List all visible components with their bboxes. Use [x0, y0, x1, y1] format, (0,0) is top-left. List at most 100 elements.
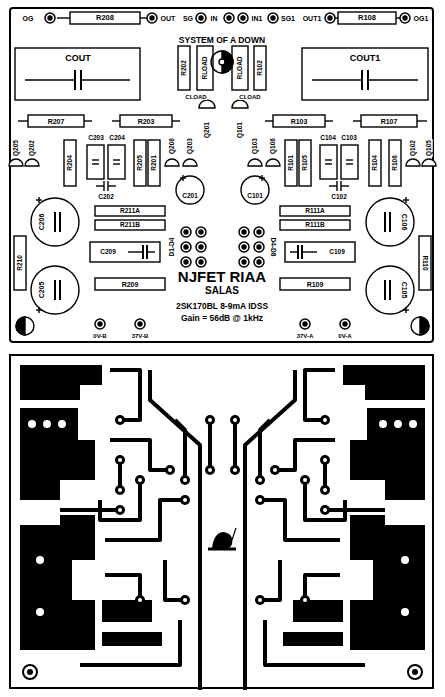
- part-label: C202: [97, 194, 115, 201]
- part-label: C101: [246, 193, 264, 200]
- part-label: R211B: [119, 222, 141, 229]
- part-label: C204: [108, 135, 126, 142]
- pad-hole: [184, 260, 188, 264]
- part-label: R201: [151, 154, 158, 172]
- pad-hole: [257, 260, 261, 264]
- resistor-symbol: [178, 46, 190, 90]
- part-label: SG1: [280, 15, 296, 22]
- part-label: IN: [210, 15, 219, 22]
- part-label: Q201: [204, 121, 211, 139]
- pad-hole: [242, 245, 246, 249]
- part-label: C105: [401, 281, 408, 300]
- part-label: C109: [328, 249, 346, 256]
- pad-hole: [199, 230, 203, 234]
- pad: [196, 227, 206, 237]
- part-label: R108: [357, 14, 377, 22]
- part-label: OG1: [413, 15, 430, 22]
- pad: [45, 13, 55, 23]
- part-label: Q202: [29, 139, 36, 157]
- pad-hole: [150, 16, 154, 20]
- pad: [239, 242, 249, 252]
- part-label: R111B: [304, 222, 326, 229]
- part-label: C206: [38, 213, 45, 232]
- part-label: 37V-B: [131, 333, 150, 339]
- part-label: R102: [257, 59, 264, 77]
- pad-hole: [199, 245, 203, 249]
- capacitor-symbol: [15, 48, 428, 100]
- pad: [196, 242, 206, 252]
- part-label: 2SK170BL 8-9mA IDSS: [175, 302, 269, 311]
- copper-traces: [230, 365, 425, 690]
- part-label: OG: [22, 15, 35, 22]
- pad: [254, 257, 264, 267]
- pad-hole: [199, 16, 203, 20]
- pad: [181, 242, 191, 252]
- part-label: RLOAD: [237, 55, 244, 80]
- part-label: CLOAD: [184, 94, 207, 100]
- part-label: RLOAD: [202, 55, 209, 80]
- capacitor-symbol: [87, 145, 358, 262]
- logo-symbol: [208, 528, 236, 549]
- pad: [95, 319, 105, 329]
- part-label: R205: [137, 154, 144, 172]
- pad-hole: [271, 16, 275, 20]
- part-label: D1-D4: [169, 237, 176, 258]
- part-label: R207: [47, 118, 66, 125]
- pad-hole: [98, 322, 102, 326]
- part-label: R203: [137, 118, 156, 125]
- part-label: C103: [340, 135, 358, 142]
- part-label: R111A: [304, 208, 326, 215]
- part-label: C205: [38, 281, 45, 300]
- pad-hole: [48, 16, 52, 20]
- part-label: R104: [372, 154, 379, 172]
- resistor-symbol: [232, 46, 248, 90]
- resistor-symbol: [197, 46, 213, 90]
- pad-hole: [257, 230, 261, 234]
- pad: [147, 13, 157, 23]
- pad: [268, 13, 278, 23]
- part-label: R210: [17, 254, 24, 272]
- part-label: C102: [330, 194, 348, 201]
- part-label: R106: [392, 154, 399, 172]
- part-label: Q205: [13, 139, 20, 157]
- pad: [181, 257, 191, 267]
- pad-hole: [227, 16, 231, 20]
- part-label: R103: [290, 118, 309, 125]
- part-label: Q105: [426, 139, 433, 157]
- part-label: CLOAD: [238, 94, 261, 100]
- part-label: R208: [95, 14, 115, 22]
- pad: [300, 319, 310, 329]
- part-label: 37V-A: [296, 333, 315, 339]
- pad: [224, 13, 234, 23]
- part-label: Q101: [237, 121, 244, 139]
- pad: [254, 227, 264, 237]
- board-outline: [10, 8, 433, 342]
- part-label: Gain = 56dB @ 1kHz: [180, 314, 264, 323]
- part-label: R211A: [119, 208, 141, 215]
- part-label: Q102: [410, 139, 417, 157]
- part-label: D4-D8: [270, 237, 277, 258]
- resistor-symbol: [338, 12, 396, 24]
- pad: [340, 319, 350, 329]
- pad-hole: [138, 322, 142, 326]
- part-label: C209: [99, 249, 117, 256]
- part-label: R202: [181, 59, 188, 77]
- part-label: R105: [302, 154, 309, 172]
- pad-hole: [199, 260, 203, 264]
- part-label: R101: [288, 154, 295, 172]
- pad-hole: [184, 230, 188, 234]
- pad: [196, 257, 206, 267]
- pad: [196, 13, 206, 23]
- pad-hole: [303, 322, 307, 326]
- part-label: C201: [181, 193, 199, 200]
- part-label: Q106: [270, 137, 277, 155]
- part-label: R110: [422, 254, 429, 271]
- part-label: C106: [401, 213, 408, 232]
- part-label: Q203: [187, 137, 194, 155]
- pad: [181, 227, 191, 237]
- pad-hole: [242, 260, 246, 264]
- part-label: R204: [67, 154, 74, 172]
- resistor-symbol: [14, 115, 431, 290]
